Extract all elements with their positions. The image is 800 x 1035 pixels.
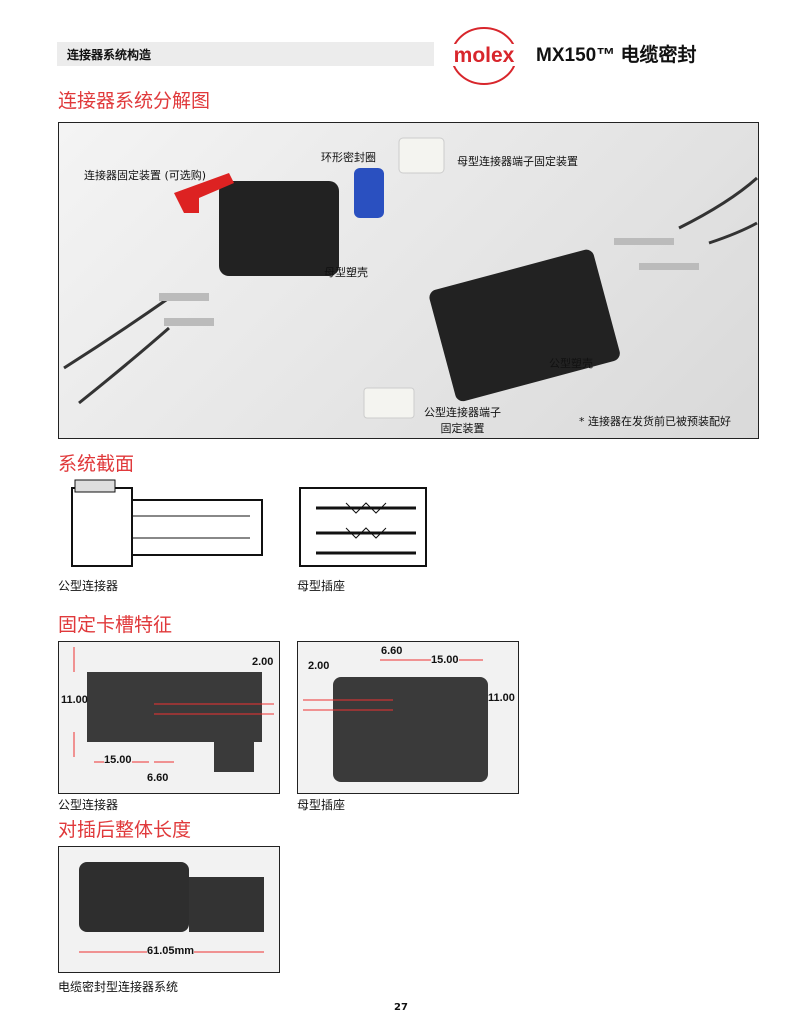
dim-label: 2.00 bbox=[252, 656, 274, 668]
page-number: 27 bbox=[394, 1002, 408, 1013]
dim-label: 15.00 bbox=[104, 754, 132, 766]
page-title: MX150™ 电缆密封 bbox=[536, 45, 697, 66]
mated-length-title: 对插后整体长度 bbox=[58, 819, 192, 841]
svg-text:molex: molex bbox=[454, 44, 515, 67]
molex-logo: molex bbox=[442, 26, 526, 86]
dim-label: 15.00 bbox=[431, 654, 459, 666]
mated-length-caption: 电缆密封型连接器系统 bbox=[58, 980, 179, 994]
dim-label: 6.60 bbox=[147, 772, 169, 784]
dim-label: 6.60 bbox=[381, 645, 403, 657]
exploded-view-title: 连接器系统分解图 bbox=[58, 90, 211, 112]
female-latch-image: 2.00 6.60 15.00 11.00 bbox=[297, 641, 519, 794]
exploded-view-image: 连接器固定装置 (可选购) 环形密封圈 母型连接器端子固定装置 母型塑壳 公型塑… bbox=[58, 122, 759, 439]
dim-label: 11.00 bbox=[488, 692, 515, 704]
section-header: 连接器系统构造 bbox=[57, 42, 434, 66]
label-male-housing: 公型塑壳 bbox=[549, 357, 593, 370]
latch-features-title: 固定卡槽特征 bbox=[58, 614, 173, 636]
male-cross-section-drawing bbox=[71, 479, 263, 567]
cross-section-title: 系统截面 bbox=[58, 453, 135, 475]
male-cross-section-caption: 公型连接器 bbox=[58, 579, 119, 593]
dim-label: 11.00 bbox=[61, 694, 88, 706]
female-cross-section-caption: 母型插座 bbox=[297, 579, 346, 593]
dim-label: 61.05mm bbox=[147, 945, 195, 957]
male-latch-image: 2.00 11.00 15.00 6.60 bbox=[58, 641, 280, 794]
mated-length-image: 61.05mm bbox=[58, 846, 280, 973]
preassembled-note: * 连接器在发货前已被预装配好 bbox=[579, 415, 731, 428]
female-cross-section-drawing bbox=[299, 487, 427, 567]
male-latch-caption: 公型连接器 bbox=[58, 798, 119, 812]
label-male-tpa: 公型连接器端子 固定装置 bbox=[424, 406, 501, 435]
label-tpa: 连接器固定装置 (可选购) bbox=[84, 169, 207, 182]
female-latch-caption: 母型插座 bbox=[297, 798, 346, 812]
label-female-housing: 母型塑壳 bbox=[324, 266, 368, 279]
dim-label: 2.00 bbox=[308, 660, 330, 672]
label-seal: 环形密封圈 bbox=[321, 151, 376, 164]
label-female-tpa: 母型连接器端子固定装置 bbox=[457, 155, 578, 168]
